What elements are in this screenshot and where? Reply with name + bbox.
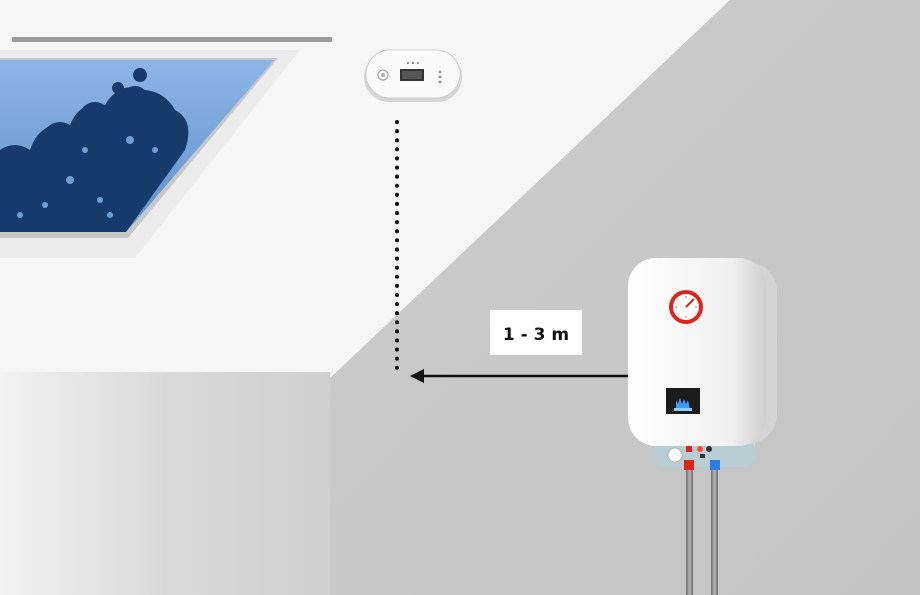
left-wall bbox=[0, 372, 330, 595]
distance-label-text: 1 - 3 m bbox=[503, 325, 569, 345]
heater-power-knob bbox=[667, 447, 683, 463]
cold-water-pipe bbox=[711, 470, 718, 595]
water-heater-icon bbox=[628, 258, 777, 595]
right-wall bbox=[330, 0, 920, 595]
pressure-gauge-icon bbox=[669, 290, 703, 324]
skylight-window-icon bbox=[0, 37, 332, 258]
distance-label: 1 - 3 m bbox=[490, 310, 582, 355]
co-detector-icon bbox=[364, 49, 462, 102]
hot-water-pipe bbox=[686, 470, 693, 595]
hot-valve bbox=[684, 460, 694, 470]
flame-icon bbox=[674, 398, 692, 411]
cold-valve bbox=[710, 460, 720, 470]
